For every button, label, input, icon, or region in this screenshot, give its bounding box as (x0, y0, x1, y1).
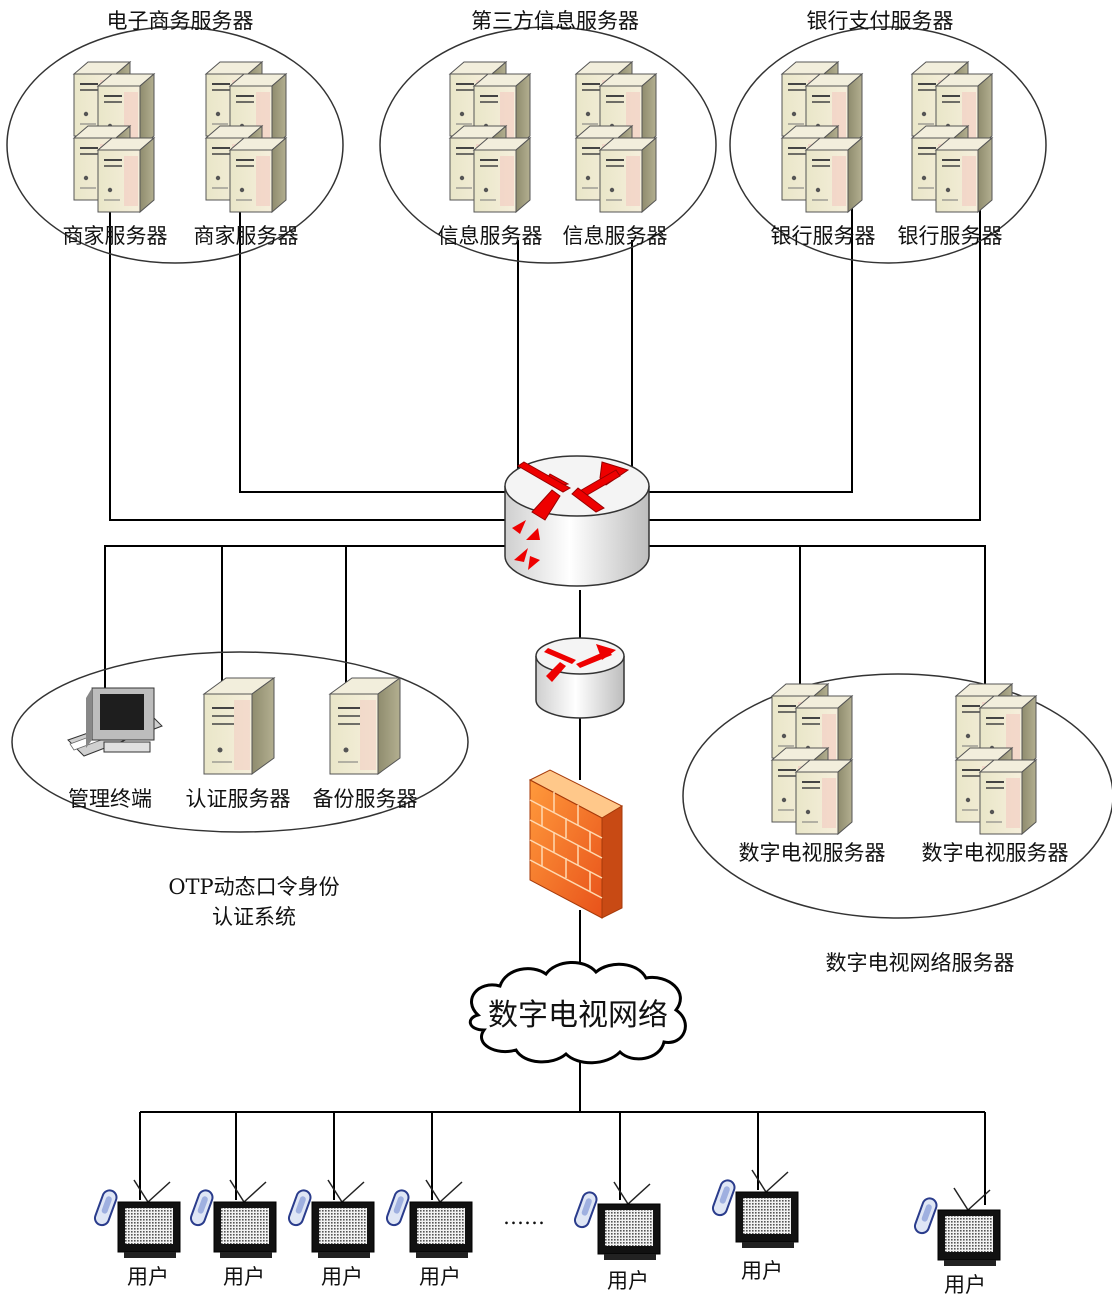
bank-server-label: 银行服务器 (898, 224, 1003, 248)
info-server-icon (450, 62, 530, 212)
tv-group-title: 数字电视网络服务器 (826, 951, 1015, 975)
user-tv-icon (572, 1181, 661, 1261)
backup-server-icon (329, 677, 401, 775)
user-tv-icon (286, 1179, 375, 1259)
user-label: 用户 (944, 1273, 986, 1297)
user-label: 用户 (607, 1269, 649, 1293)
digital-tv-server-label: 数字电视服务器 (739, 841, 886, 865)
info-group-ellipse (379, 26, 717, 264)
management-terminal-label: 管理终端 (68, 787, 152, 811)
user-label: 用户 (741, 1259, 783, 1283)
merchant-server-label: 商家服务器 (194, 224, 299, 248)
bank-server-icon (782, 62, 862, 212)
backup-server-label: 备份服务器 (313, 787, 418, 811)
management-terminal-icon (67, 687, 163, 757)
user-label: 用户 (127, 1265, 169, 1289)
merchant-server-icon (206, 62, 286, 212)
user-label: 用户 (419, 1265, 461, 1289)
ecommerce-group-ellipse (6, 26, 344, 264)
access-router-icon (535, 637, 625, 719)
user-tv-icon (710, 1169, 799, 1249)
otp-group-title-line2: 认证系统 (212, 905, 296, 929)
info-server-label: 信息服务器 (438, 224, 543, 248)
cloud-label: 数字电视网络 (488, 998, 668, 1033)
digital-tv-network-cloud (468, 961, 687, 1065)
digital-tv-server-icon (772, 684, 852, 834)
user-label: 用户 (321, 1265, 363, 1289)
bank-server-icon (912, 62, 992, 212)
digital-tv-server-icon (956, 684, 1036, 834)
ecommerce-group-title: 电子商务服务器 (107, 9, 254, 33)
user-tv-icon (188, 1179, 277, 1259)
tv-group-ellipse (682, 673, 1112, 919)
auth-server-icon (203, 677, 275, 775)
auth-server-label: 认证服务器 (186, 787, 291, 811)
core-router-icon (504, 455, 650, 587)
merchant-server-icon (74, 62, 154, 212)
bank-group-ellipse (729, 26, 1047, 264)
user-tv-icon (912, 1187, 1001, 1267)
info-group-title: 第三方信息服务器 (471, 9, 639, 33)
otp-group-title-line1: OTP动态口令身份 (168, 875, 339, 899)
user-label: 用户 (223, 1265, 265, 1289)
bank-server-label: 银行服务器 (771, 224, 876, 248)
merchant-server-label: 商家服务器 (63, 224, 168, 248)
user-tv-icon (384, 1179, 473, 1259)
users-ellipsis: …… (503, 1205, 545, 1229)
digital-tv-server-label: 数字电视服务器 (922, 841, 1069, 865)
info-server-label: 信息服务器 (563, 224, 668, 248)
info-server-icon (576, 62, 656, 212)
firewall-icon (528, 769, 624, 919)
otp-group-ellipse (11, 651, 469, 833)
bank-group-title: 银行支付服务器 (807, 9, 954, 33)
user-tv-icon (92, 1179, 181, 1259)
